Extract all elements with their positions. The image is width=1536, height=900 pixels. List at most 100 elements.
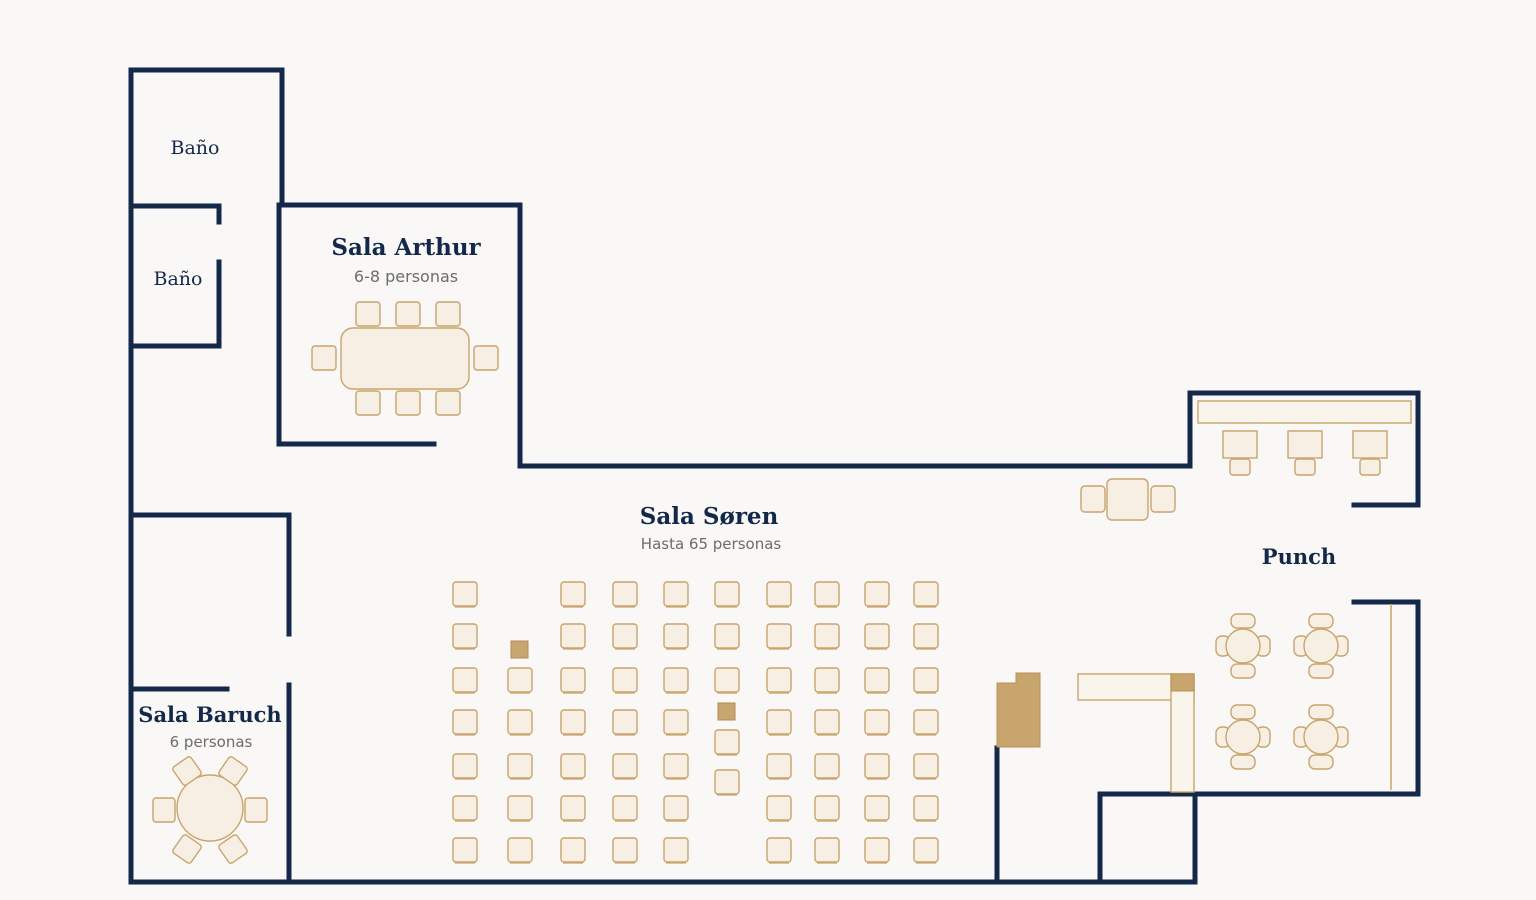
chair	[152, 797, 176, 823]
chair	[355, 301, 381, 327]
arthur-wall	[276, 202, 1421, 508]
chair	[612, 753, 638, 780]
bistro-table	[1106, 478, 1149, 521]
bathroom-2-label: Baño	[154, 268, 203, 290]
bar-counter	[1197, 400, 1412, 424]
chair	[814, 581, 840, 608]
bathroom-1-label: Baño	[171, 137, 220, 159]
chair	[560, 581, 586, 608]
chair	[663, 795, 689, 822]
bar-stool	[1287, 430, 1323, 476]
walls	[128, 67, 1421, 885]
chair	[913, 709, 939, 736]
stage-block	[996, 672, 1041, 748]
chair	[435, 301, 461, 327]
soren-title: Sala Søren	[640, 503, 779, 530]
chair	[452, 753, 478, 780]
chair	[560, 709, 586, 736]
chair	[612, 667, 638, 694]
chair	[507, 753, 533, 780]
chair	[452, 581, 478, 608]
chair	[507, 667, 533, 694]
chair	[913, 581, 939, 608]
service-counter-side	[1170, 673, 1195, 793]
chair	[913, 667, 939, 694]
chair	[452, 795, 478, 822]
chair	[507, 837, 533, 864]
chair	[560, 667, 586, 694]
soren-seating	[452, 581, 939, 864]
chair	[663, 667, 689, 694]
chair	[612, 837, 638, 864]
chair	[913, 753, 939, 780]
chair	[766, 667, 792, 694]
round-table	[1293, 613, 1349, 679]
chair	[864, 667, 890, 694]
chair	[612, 795, 638, 822]
chair	[395, 301, 421, 327]
baruch-capacity: 6 personas	[170, 733, 253, 751]
bar-stool	[1222, 430, 1258, 476]
chair	[172, 834, 202, 864]
chair	[714, 729, 740, 756]
baruch-title: Sala Baruch	[138, 702, 281, 727]
chair	[864, 837, 890, 864]
chair	[172, 756, 202, 786]
chair	[473, 345, 499, 371]
round-table	[1293, 704, 1349, 770]
chair	[814, 709, 840, 736]
round-table	[1215, 704, 1271, 770]
pillar	[510, 640, 529, 659]
round-table	[1215, 613, 1271, 679]
chair	[560, 753, 586, 780]
chair	[714, 667, 740, 694]
chair	[714, 769, 740, 796]
chair	[395, 390, 421, 416]
chair	[612, 709, 638, 736]
chair	[663, 581, 689, 608]
chair	[714, 581, 740, 608]
chair	[714, 623, 740, 650]
counter-corner	[1170, 673, 1195, 692]
bar-stool	[1352, 430, 1388, 476]
chair	[814, 753, 840, 780]
chair	[560, 795, 586, 822]
service-room-wall	[1097, 791, 1198, 885]
chair	[560, 623, 586, 650]
chair	[864, 581, 890, 608]
chair	[766, 623, 792, 650]
chair	[244, 797, 268, 823]
furniture	[152, 301, 1412, 864]
chair	[766, 709, 792, 736]
soren-capacity: Hasta 65 personas	[641, 535, 782, 553]
chair	[218, 756, 248, 786]
chair	[864, 623, 890, 650]
chair	[864, 795, 890, 822]
chair	[452, 709, 478, 736]
chair	[452, 623, 478, 650]
chair	[311, 345, 337, 371]
chair	[452, 837, 478, 864]
punch-wall	[1192, 599, 1421, 797]
punch-title: Punch	[1262, 544, 1336, 569]
arthur-title: Sala Arthur	[331, 234, 481, 261]
chair	[355, 390, 381, 416]
arthur-table	[340, 327, 470, 390]
chair	[1150, 485, 1176, 513]
chair	[560, 837, 586, 864]
chair	[507, 795, 533, 822]
chair	[612, 623, 638, 650]
chair	[663, 753, 689, 780]
chair	[452, 667, 478, 694]
punch-tables	[1215, 613, 1349, 770]
bathroom-divider-wall	[128, 203, 222, 225]
chair	[435, 390, 461, 416]
chair	[612, 581, 638, 608]
chair	[663, 709, 689, 736]
chair	[814, 795, 840, 822]
chair	[766, 837, 792, 864]
chair	[864, 753, 890, 780]
chair	[766, 581, 792, 608]
labels: Baño Baño Sala Arthur 6-8 personas Sala …	[138, 137, 1336, 751]
